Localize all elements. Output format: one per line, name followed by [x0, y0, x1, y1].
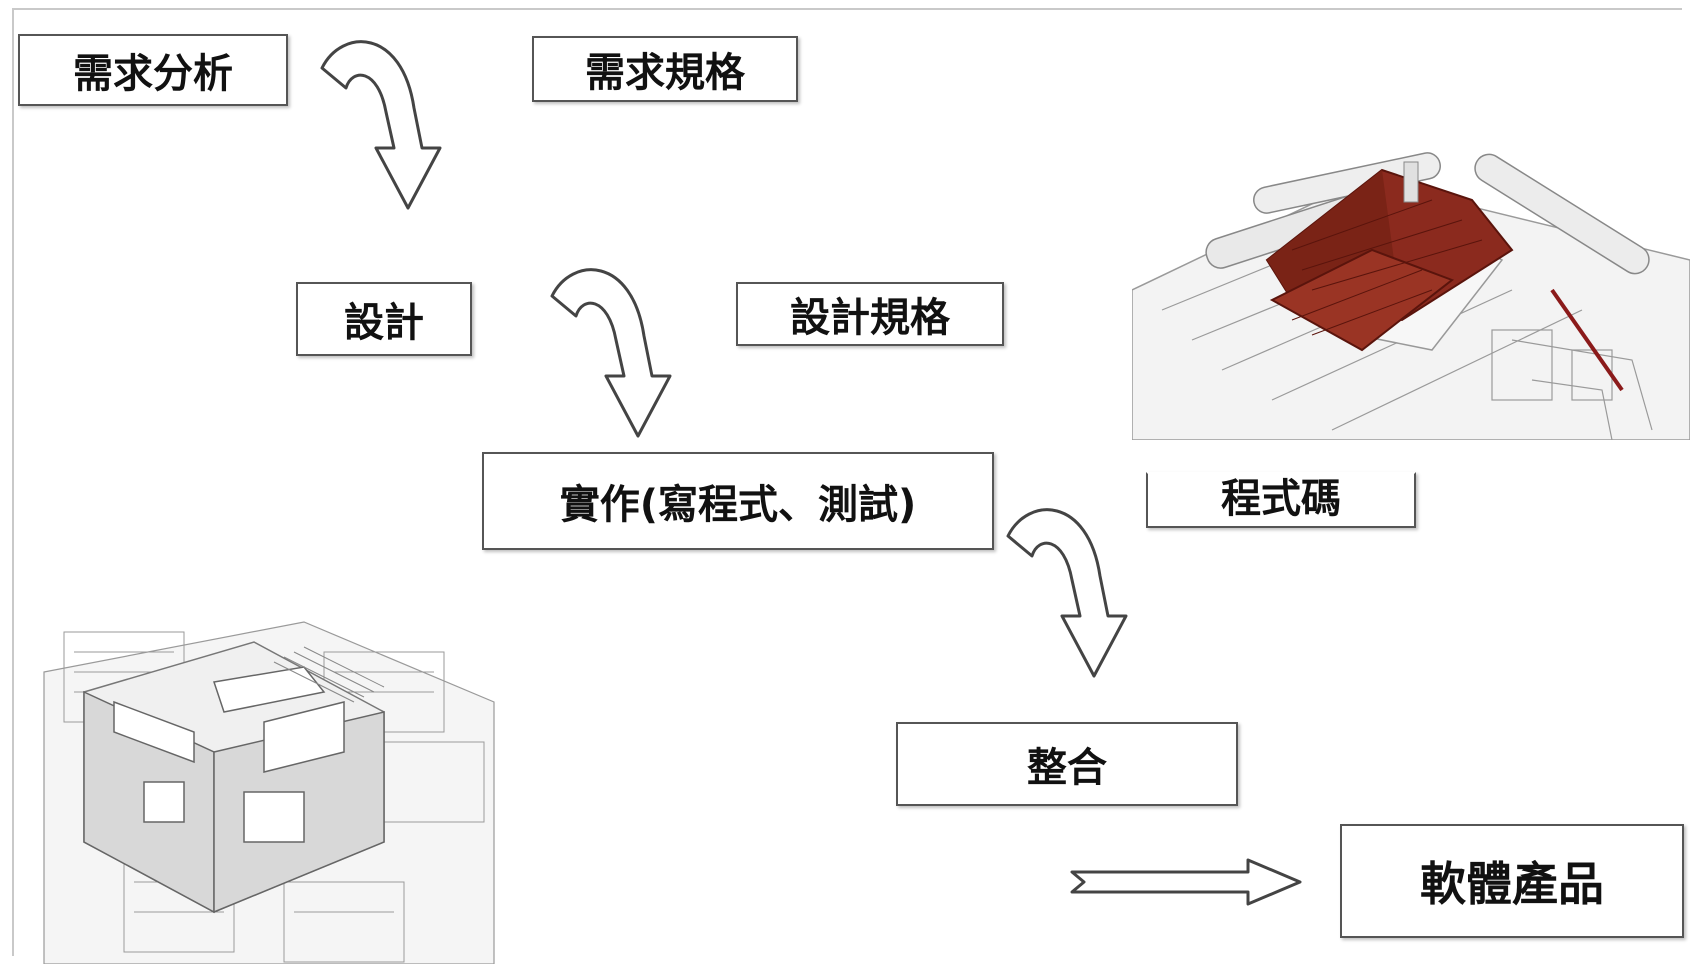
artifact-requirement-spec: 需求規格 — [532, 36, 798, 102]
slide-frame — [12, 8, 1682, 956]
step-requirement-analysis: 需求分析 — [18, 34, 288, 106]
step-implementation: 實作(寫程式、測試) — [482, 452, 994, 550]
artifact-design-spec: 設計規格 — [736, 282, 1004, 346]
step-software-product: 軟體產品 — [1340, 824, 1684, 938]
step-design: 設計 — [296, 282, 472, 356]
artifact-source-code: 程式碼 — [1146, 472, 1416, 528]
house-with-roof-on-blueprints-illustration — [1132, 140, 1690, 440]
cutaway-house-on-floorplans-illustration — [24, 612, 510, 964]
step-integration: 整合 — [896, 722, 1238, 806]
